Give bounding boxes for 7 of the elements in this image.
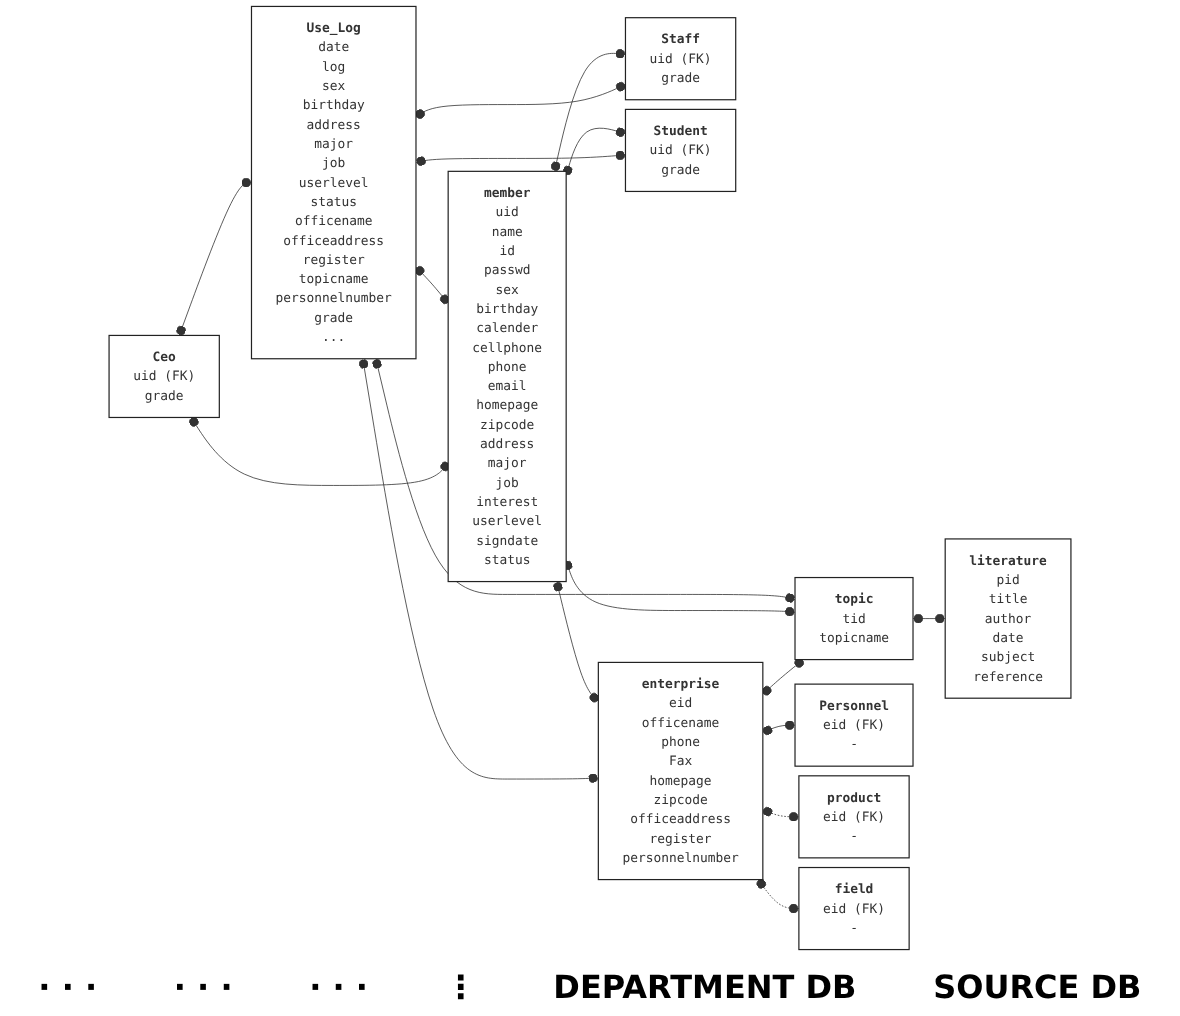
section-label: · · · xyxy=(38,967,98,1005)
section-label: SOURCE DB xyxy=(933,967,1142,1005)
section-label: · · · xyxy=(173,967,233,1005)
connector xyxy=(762,806,800,822)
section-label: ⋮ xyxy=(444,967,477,1005)
section-label: DEPARTMENT DB xyxy=(553,967,857,1005)
section-label: · · · xyxy=(309,967,368,1005)
